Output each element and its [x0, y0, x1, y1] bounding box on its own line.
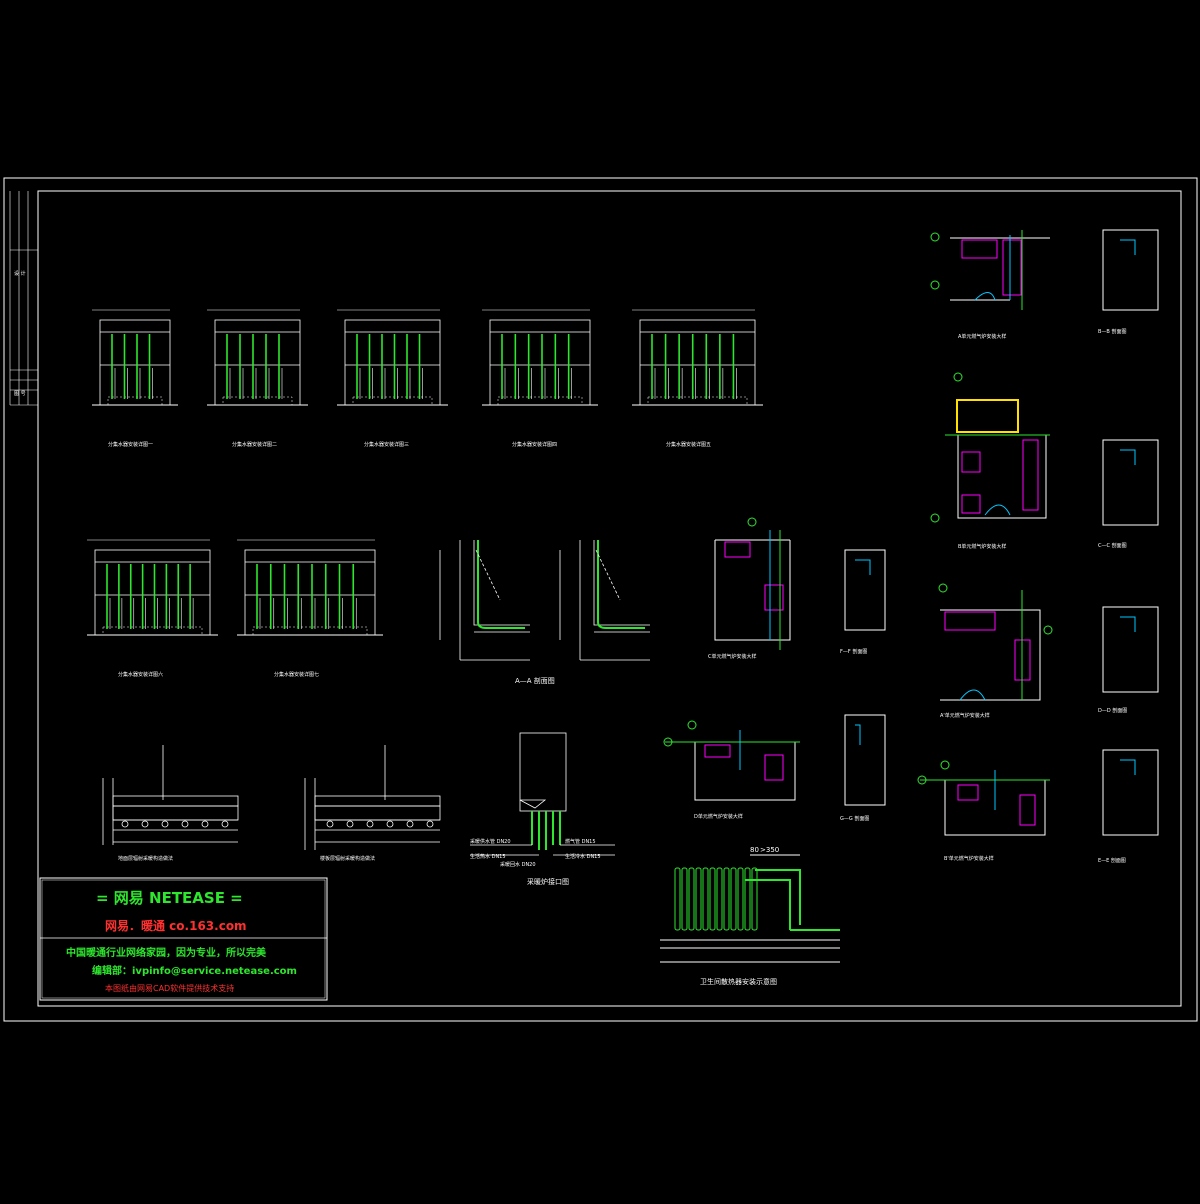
manifold-detail-caption: 分集水器安装详图一	[108, 441, 153, 448]
radiator-drawing	[660, 854, 840, 963]
unit-plan-a	[930, 230, 1050, 310]
stamp-note: 本图纸由网易CAD软件提供技术支持	[105, 983, 234, 993]
boiler-pipe-label-1: 采暖供水管 DN20	[470, 838, 511, 845]
netease-stamp	[39, 877, 328, 1001]
unit-plan-b-prime-caption: B'单元燃气炉安装大样	[944, 855, 994, 862]
section-aa-caption: A—A 剖面图	[515, 676, 555, 685]
radiator-fin	[688, 867, 695, 931]
stamp-email: 编辑部：ivpinfo@service.netease.com	[92, 964, 297, 977]
radiator-fin	[716, 867, 723, 931]
manifold-detail-caption: 分集水器安装详图六	[118, 671, 163, 678]
section-bb-caption: B—B 剖面图	[1098, 328, 1126, 335]
floor-detail-left-caption: 地面层辐射采暖构造做法	[118, 855, 173, 862]
unit-plan-b	[930, 372, 1050, 523]
radiator-fin	[751, 867, 758, 931]
radiator-fin	[674, 867, 681, 931]
inner-frame	[37, 190, 1182, 1007]
boiler-pipe-label-4: 生活冷水 DN15	[565, 853, 601, 860]
boiler-drawing	[470, 732, 615, 856]
section-ff-caption: F—F 剖面图	[840, 648, 867, 655]
side-sections	[844, 229, 1159, 836]
title-strip-label-2: 图 号	[14, 391, 26, 397]
manifold-detail-7: 分集水器安装详图七	[237, 539, 383, 678]
floor-detail-right-caption: 楼板层辐射采暖构造做法	[320, 855, 375, 862]
manifold-detail-caption: 分集水器安装详图二	[232, 441, 277, 448]
radiator-fin	[744, 867, 751, 931]
section-dd-caption: D—D 剖面图	[1098, 707, 1127, 714]
radiator-fin	[723, 867, 730, 931]
unit-plan-a-prime-caption: A'单元燃气炉安装大样	[940, 712, 990, 719]
floor-detail-left	[102, 745, 239, 845]
radiator-fin	[737, 867, 744, 931]
unit-plan-d-caption: D单元燃气炉安装大样	[694, 813, 743, 820]
unit-plan-b-caption: B单元燃气炉安装大样	[958, 543, 1006, 550]
radiator-fin	[709, 867, 716, 931]
radiator-fin	[695, 867, 702, 931]
radiator-caption: 卫生间散热器安装示意图	[700, 977, 777, 986]
section-aa-drawing	[439, 540, 650, 661]
boiler-pipe-label-2: 生活热水 DN15	[470, 853, 506, 860]
unit-plan-c	[714, 517, 791, 650]
section-cc-caption: C—C 剖面图	[1098, 542, 1127, 549]
unit-plan-c-caption: C单元燃气炉安装大样	[708, 653, 757, 660]
manifold-detail-caption: 分集水器安装详图五	[666, 441, 711, 448]
manifold-details-group: 分集水器安装详图一分集水器安装详图二分集水器安装详图三分集水器安装详图四分集水器…	[87, 309, 763, 678]
boiler-pipe-label-3: 燃气管 DN15	[565, 838, 596, 845]
outer-frame	[3, 177, 1198, 1022]
stamp-slogan: 中国暖通行业网络家园，因为专业，所以完美	[66, 946, 267, 959]
floor-detail-right	[304, 745, 441, 850]
manifold-detail-2: 分集水器安装详图二	[207, 309, 308, 448]
stamp-title: = 网易 NETEASE =	[96, 889, 243, 907]
manifold-detail-1: 分集水器安装详图一	[92, 309, 178, 448]
section-gg-caption: G—G 剖面图	[840, 815, 869, 822]
manifold-detail-caption: 分集水器安装详图四	[512, 441, 557, 448]
radiator-dim-top: >350	[760, 846, 779, 854]
radiator-fin	[730, 867, 737, 931]
manifold-detail-6: 分集水器安装详图六	[87, 539, 218, 678]
unit-plan-d	[663, 720, 800, 801]
manifold-detail-5: 分集水器安装详图五	[632, 309, 763, 448]
manifold-detail-3: 分集水器安装详图三	[337, 309, 448, 448]
title-strip	[9, 191, 38, 406]
section-ee-caption: E—E 剖面图	[1098, 857, 1126, 864]
unit-plan-a-caption: A单元燃气炉安装大样	[958, 333, 1006, 340]
boiler-caption: 采暖炉接口图	[527, 877, 569, 886]
radiator-fin	[681, 867, 688, 931]
unit-plan-b-prime	[917, 760, 1050, 836]
manifold-detail-caption: 分集水器安装详图七	[274, 671, 319, 678]
unit-plan-a-prime	[938, 583, 1053, 701]
radiator-dim-mid: 80	[750, 846, 759, 854]
boiler-pipe-label-5: 采暖回水 DN20	[500, 861, 536, 868]
manifold-detail-caption: 分集水器安装详图三	[364, 441, 409, 448]
title-strip-label-1: 设 计	[14, 270, 26, 277]
radiator-fin	[702, 867, 709, 931]
stamp-subtitle: 网易．暖通 co.163.com	[105, 918, 247, 933]
manifold-detail-4: 分集水器安装详图四	[482, 309, 598, 448]
